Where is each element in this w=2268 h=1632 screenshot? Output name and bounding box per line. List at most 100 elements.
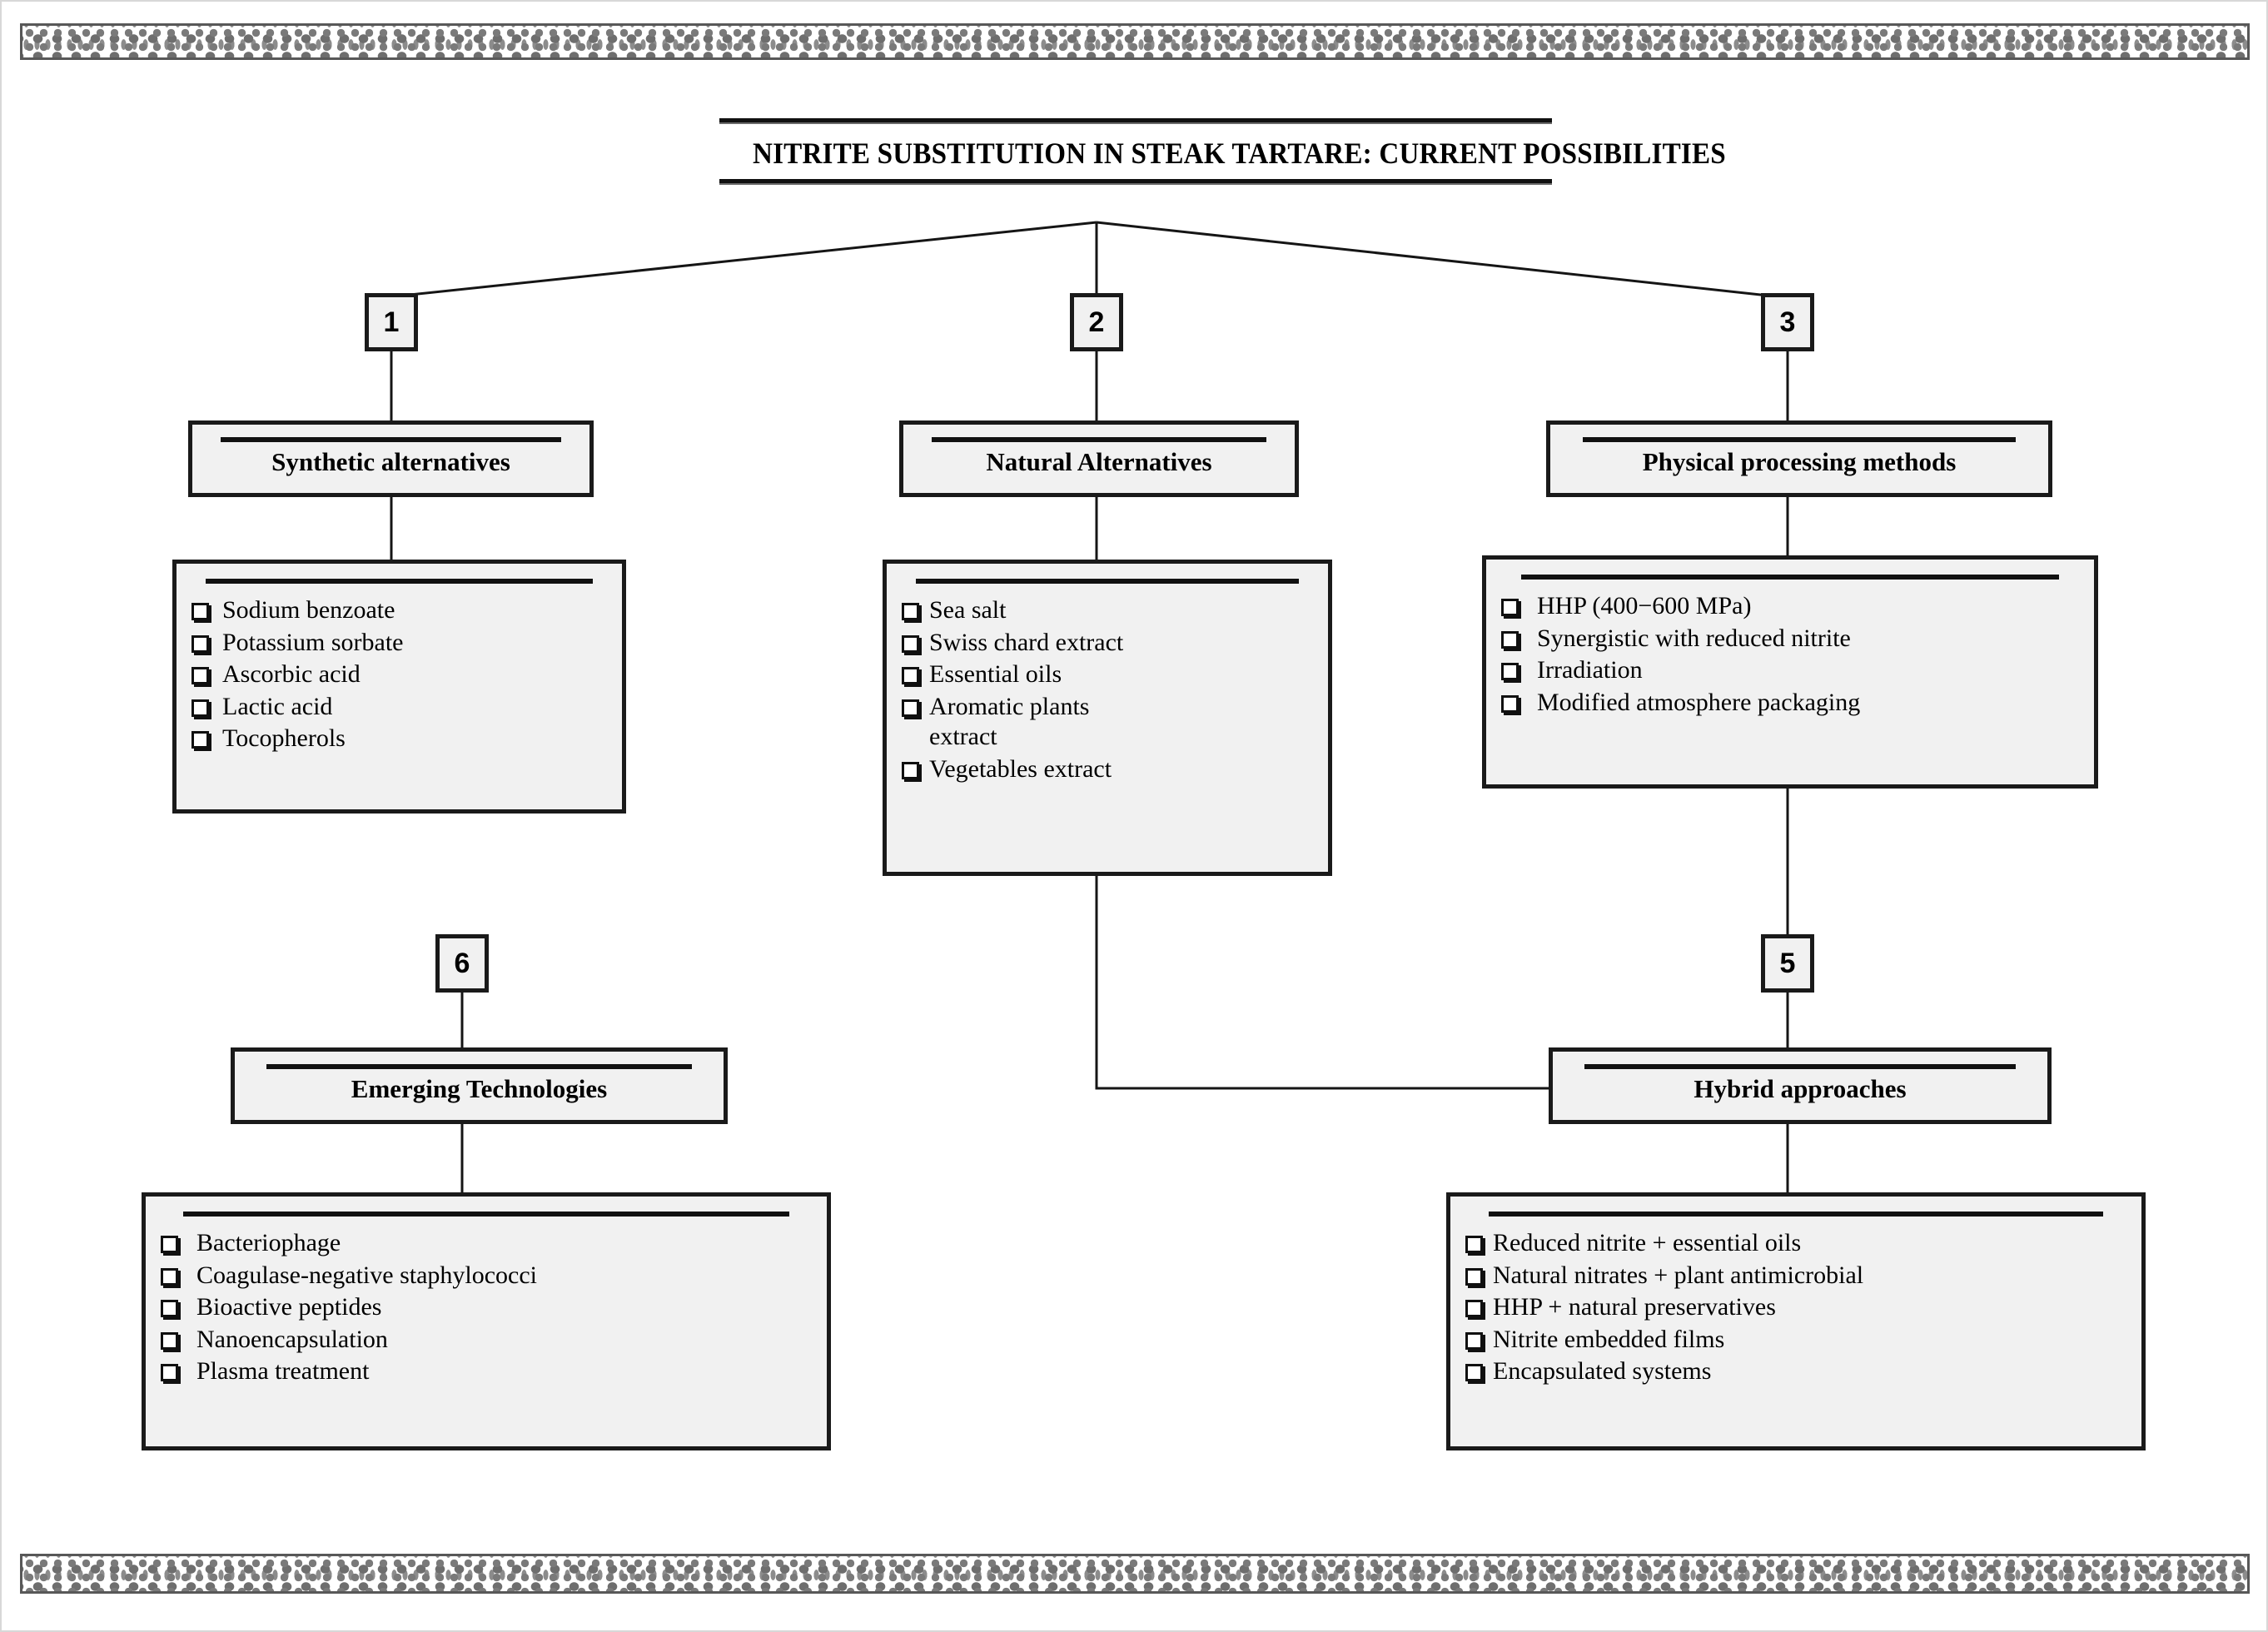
list-box-synthetic-alternatives[interactable]: Sodium benzoate Potassium sorbate Ascorb… (172, 560, 626, 814)
checkbox-bullet-icon (902, 761, 919, 779)
list-rule (183, 1212, 789, 1217)
list-item[interactable]: Modified atmosphere packaging (1501, 688, 2079, 719)
list-item[interactable]: Sodium benzoate (191, 595, 607, 626)
list-box-emerging-technologies[interactable]: Bacteriophage Coagulase-negative staphyl… (142, 1192, 831, 1450)
list-hybrid-approaches: Reduced nitrite + essential oils Natural… (1465, 1228, 2126, 1387)
header-box-synthetic-alternatives[interactable]: Synthetic alternatives (188, 420, 594, 497)
number-badge-5-label: 5 (1779, 947, 1796, 979)
number-badge-6[interactable]: 6 (435, 934, 489, 993)
number-badge-2[interactable]: 2 (1070, 293, 1123, 351)
list-item[interactable]: Swiss chard extract (902, 628, 1313, 659)
list-item[interactable]: Plasma treatment (161, 1356, 812, 1387)
list-item[interactable]: Bioactive peptides (161, 1292, 812, 1323)
header-box-hybrid-approaches[interactable]: Hybrid approaches (1549, 1047, 2052, 1124)
list-item-label: HHP + natural preservatives (1493, 1293, 1776, 1321)
list-item-label: Encapsulated systems (1493, 1357, 1712, 1386)
list-item-label: Reduced nitrite + essential oils (1493, 1229, 1802, 1256)
list-item[interactable]: HHP + natural preservatives (1465, 1292, 2126, 1323)
list-item-label: HHP (400−600 MPa) (1537, 592, 1752, 619)
header-rule (220, 437, 562, 442)
edge-root-to-1 (385, 221, 1097, 299)
list-item-label: Bioactive peptides (196, 1293, 382, 1321)
edge-root-to-3 (1096, 221, 1784, 299)
list-item[interactable]: Sea salt (902, 595, 1313, 626)
page-title: NITRITE SUBSTITUTION IN STEAK TARTARE: C… (719, 118, 1726, 185)
list-item[interactable]: Vegetables extract (902, 754, 1313, 785)
list-emerging-technologies: Bacteriophage Coagulase-negative staphyl… (161, 1228, 812, 1387)
list-item[interactable]: Encapsulated systems (1465, 1356, 2126, 1387)
list-item[interactable]: Nitrite embedded films (1465, 1325, 2126, 1356)
checkbox-bullet-icon (161, 1267, 178, 1286)
checkbox-bullet-icon (1465, 1364, 1483, 1382)
header-box-natural-alternatives-label: Natural Alternatives (986, 447, 1212, 476)
checkbox-bullet-icon (902, 634, 919, 653)
list-item[interactable]: Potassium sorbate (191, 628, 607, 659)
list-item[interactable]: Lactic acid (191, 692, 607, 723)
header-box-physical-processing-methods-label: Physical processing methods (1642, 447, 1957, 476)
number-badge-1[interactable]: 1 (365, 293, 418, 351)
checkbox-bullet-icon (1465, 1331, 1483, 1350)
list-box-physical-processing-methods[interactable]: HHP (400−600 MPa) Synergistic with reduc… (1482, 555, 2098, 789)
list-item-label: Aromatic plants extract (929, 692, 1090, 751)
list-item-label: Nitrite embedded films (1493, 1325, 1725, 1353)
header-box-emerging-technologies-label: Emerging Technologies (351, 1074, 608, 1103)
number-badge-6-label: 6 (454, 947, 470, 979)
number-badge-1-label: 1 (383, 306, 400, 338)
checkbox-bullet-icon (161, 1331, 178, 1350)
list-item-label: Plasma treatment (196, 1357, 370, 1386)
list-physical-processing-methods: HHP (400−600 MPa) Synergistic with reduc… (1501, 591, 2079, 718)
checkbox-bullet-icon (191, 603, 209, 620)
header-box-natural-alternatives[interactable]: Natural Alternatives (899, 420, 1299, 497)
list-box-natural-alternatives[interactable]: Sea salt Swiss chard extract Essential o… (883, 560, 1332, 876)
list-item-label: Tocopherols (222, 724, 346, 753)
list-item[interactable]: Ascorbic acid (191, 659, 607, 690)
checkbox-bullet-icon (1501, 599, 1519, 616)
list-synthetic-alternatives: Sodium benzoate Potassium sorbate Ascorb… (191, 595, 607, 754)
list-item[interactable]: Reduced nitrite + essential oils (1465, 1228, 2126, 1259)
list-item[interactable]: Essential oils (902, 659, 1313, 690)
checkbox-bullet-icon (1465, 1267, 1483, 1286)
header-box-physical-processing-methods[interactable]: Physical processing methods (1546, 420, 2052, 497)
checkbox-bullet-icon (1501, 663, 1519, 681)
list-rule (1488, 1212, 2104, 1217)
list-rule (206, 579, 593, 584)
title-rule-bottom (719, 179, 1552, 185)
list-item[interactable]: Aromatic plants extract (902, 692, 1151, 753)
list-item[interactable]: Tocopherols (191, 724, 607, 754)
number-badge-5[interactable]: 5 (1761, 934, 1814, 993)
list-item-label: Synergistic with reduced nitrite (1537, 624, 1851, 652)
list-box-hybrid-approaches[interactable]: Reduced nitrite + essential oils Natural… (1446, 1192, 2146, 1450)
list-item[interactable]: Nanoencapsulation (161, 1325, 812, 1356)
checkbox-bullet-icon (191, 731, 209, 749)
title-rule-top (719, 118, 1552, 124)
header-box-hybrid-approaches-label: Hybrid approaches (1694, 1074, 1907, 1103)
list-item[interactable]: Coagulase-negative staphylococci (161, 1261, 812, 1291)
list-item-label: Ascorbic acid (222, 660, 361, 689)
list-item[interactable]: Bacteriophage (161, 1228, 812, 1259)
list-item[interactable]: Irradiation (1501, 655, 2079, 686)
checkbox-bullet-icon (161, 1364, 178, 1382)
list-item-label: Coagulase-negative staphylococci (196, 1261, 538, 1289)
number-badge-3[interactable]: 3 (1761, 293, 1814, 351)
list-item[interactable]: HHP (400−600 MPa) (1501, 591, 2079, 622)
edge-natural-to-hybrid (1095, 876, 1549, 1090)
number-badge-2-label: 2 (1088, 306, 1105, 338)
checkbox-bullet-icon (902, 667, 919, 685)
decorative-band-bottom (20, 1554, 2250, 1594)
header-rule (266, 1064, 692, 1069)
decorative-band-top (20, 23, 2250, 60)
checkbox-bullet-icon (1465, 1300, 1483, 1318)
header-rule (1582, 437, 2017, 442)
list-item-label: Irradiation (1537, 656, 1643, 684)
list-item-label: Sea salt (929, 596, 1007, 624)
list-item[interactable]: Natural nitrates + plant antimicrobial (1465, 1261, 2126, 1291)
checkbox-bullet-icon (161, 1300, 178, 1318)
list-item-label: Essential oils (929, 660, 1062, 689)
checkbox-bullet-icon (161, 1236, 178, 1253)
list-item-label: Lactic acid (222, 692, 333, 720)
list-rule (916, 579, 1299, 584)
checkbox-bullet-icon (1501, 694, 1519, 713)
header-box-emerging-technologies[interactable]: Emerging Technologies (231, 1047, 728, 1124)
list-item[interactable]: Synergistic with reduced nitrite (1501, 624, 2079, 654)
number-badge-3-label: 3 (1779, 306, 1796, 338)
